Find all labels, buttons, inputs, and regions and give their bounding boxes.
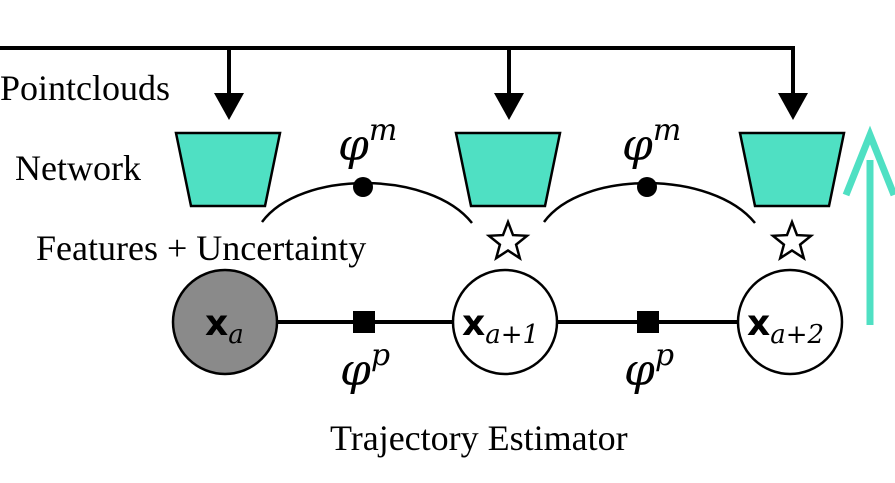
trajectory-estimator-label: Trajectory Estimator — [330, 418, 628, 458]
upward-arrow-icon — [842, 125, 895, 325]
features-uncertainty-label: Features + Uncertainty — [36, 228, 366, 268]
networks — [174, 131, 846, 208]
arrow-down-icon — [778, 93, 808, 120]
node-label-a1: xa+1 — [462, 303, 539, 350]
pointcloud-feed-lines — [0, 46, 795, 95]
network-block-3 — [738, 131, 846, 208]
circle-factor-icon — [353, 177, 373, 197]
pointclouds-label: Pointclouds — [0, 68, 170, 108]
star-icon — [769, 218, 815, 262]
state-node-a2 — [736, 268, 844, 376]
phi-m-label-2: φm — [622, 113, 681, 171]
phi-p-label-2: φp — [624, 338, 674, 396]
circle-factor-icon — [637, 177, 657, 197]
state-node-a1 — [451, 268, 559, 376]
node-label-a: xa — [205, 303, 244, 350]
network-label: Network — [15, 148, 141, 188]
arrow-down-icon — [214, 93, 244, 120]
upward-arrow-head — [842, 125, 895, 197]
star-icon — [485, 218, 531, 262]
feed-arrowheads — [214, 93, 808, 120]
node-label-a2: xa+2 — [747, 303, 824, 350]
phi-p-label-1: φp — [340, 338, 390, 396]
network-block-2 — [454, 131, 562, 208]
network-block-1 — [174, 131, 282, 208]
arrow-down-icon — [494, 93, 524, 120]
phi-m-label-1: φm — [338, 113, 397, 171]
square-factor-icon — [353, 311, 375, 333]
square-factor-icon — [637, 311, 659, 333]
state-node-a — [171, 268, 279, 376]
